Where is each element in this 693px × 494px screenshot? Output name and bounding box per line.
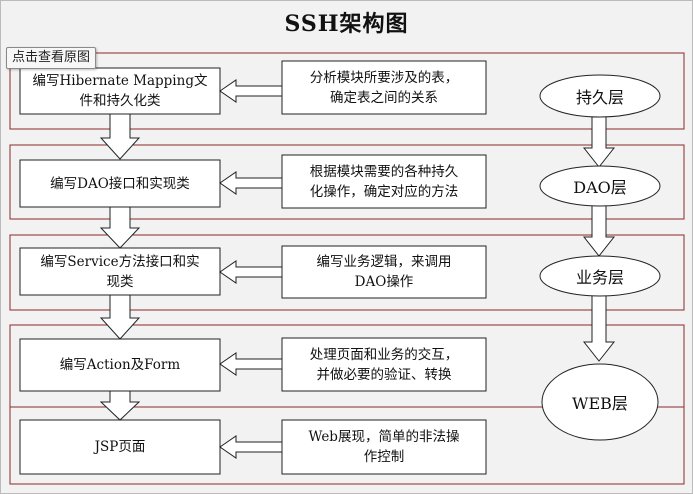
arrow-layer-2 bbox=[582, 204, 616, 257]
band-dao bbox=[9, 144, 685, 220]
arrow-down-1 bbox=[99, 113, 141, 160]
arrow-left-2 bbox=[219, 171, 283, 195]
right-box-3 bbox=[281, 245, 487, 299]
layer-label-web: WEB层 bbox=[572, 394, 628, 413]
layer-ellipse-business bbox=[539, 255, 661, 297]
right-box-4-label: 处理页面和业务的交互， 并做必要的验证、转换 bbox=[309, 346, 459, 383]
band-view bbox=[9, 406, 685, 485]
arrow-down-2 bbox=[99, 206, 141, 249]
arrow-left-4 bbox=[219, 352, 283, 376]
right-box-2 bbox=[281, 154, 487, 209]
left-box-1-label: 编写Hibernate Mapping文 件和持久化类 bbox=[32, 73, 208, 109]
right-box-5 bbox=[281, 419, 487, 475]
left-box-5-label: JSP页面 bbox=[94, 439, 146, 455]
left-box-4 bbox=[19, 338, 221, 392]
layer-label-persistence: 持久层 bbox=[575, 88, 624, 107]
right-box-2-label: 根据模块需要的各种持久 化操作，确定对应的方法 bbox=[309, 163, 459, 200]
right-box-1-label: 分析模块所要涉及的表， 确定表之间的关系 bbox=[309, 69, 459, 106]
left-box-1 bbox=[19, 67, 221, 115]
left-box-2-label: 编写DAO接口和实现类 bbox=[50, 175, 190, 192]
arrow-down-4 bbox=[99, 390, 141, 421]
layer-label-business: 业务层 bbox=[575, 268, 624, 287]
diagram-title: SSH架构图 bbox=[284, 11, 409, 37]
arrow-left-5 bbox=[219, 435, 283, 459]
arrow-down-3 bbox=[99, 294, 141, 340]
arrow-left-1 bbox=[219, 79, 283, 103]
arrow-left-3 bbox=[219, 260, 283, 284]
right-box-1 bbox=[281, 60, 487, 115]
right-box-4 bbox=[281, 337, 487, 392]
layer-ellipse-web bbox=[541, 363, 659, 441]
arrow-layer-3 bbox=[582, 294, 616, 362]
right-box-5-label: Web展现，简单的非法操 作控制 bbox=[308, 429, 460, 465]
band-persistence bbox=[9, 52, 685, 130]
left-box-3-label: 编写Service方法接口和实 现类 bbox=[40, 253, 200, 290]
layer-ellipse-persistence bbox=[539, 74, 661, 118]
left-box-4-label: 编写Action及Form bbox=[59, 357, 181, 373]
right-box-3-label: 编写业务逻辑，来调用 DAO操作 bbox=[316, 254, 452, 290]
band-service bbox=[9, 234, 685, 311]
arrow-layer-1 bbox=[582, 115, 616, 168]
left-box-2 bbox=[19, 159, 221, 208]
layer-ellipse-dao bbox=[539, 165, 661, 207]
view-original-tooltip[interactable]: 点击查看原图 bbox=[6, 47, 97, 69]
layer-label-dao: DAO层 bbox=[573, 178, 627, 197]
